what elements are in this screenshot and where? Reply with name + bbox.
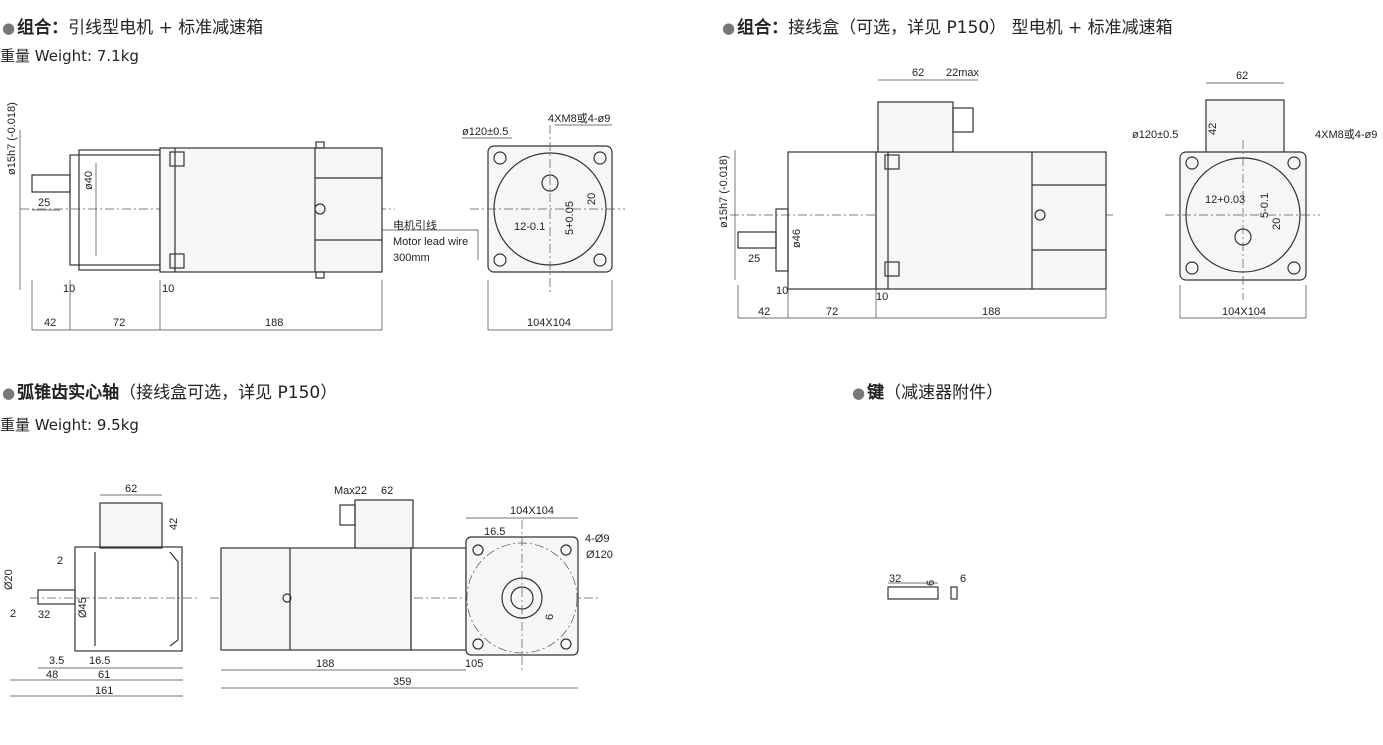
- d3-d6: 6: [544, 614, 556, 620]
- d3-d48: 48: [46, 669, 58, 681]
- d3-d105: 105: [465, 658, 483, 670]
- d3-d165b: 16.5: [484, 526, 505, 538]
- bullet-icon: ●: [2, 384, 16, 402]
- section-3-weight: 重量 Weight: 9.5kg: [0, 416, 139, 434]
- d1-d72: 72: [113, 317, 125, 329]
- d3-d62b: 62: [381, 485, 393, 497]
- section-1-title-rest: 引线型电机 + 标准减速箱: [68, 18, 264, 38]
- d1-d42: 42: [44, 317, 56, 329]
- d1-d10b: 10: [162, 283, 174, 295]
- d1-flange: ø120±0.5: [462, 126, 508, 138]
- d1-d20: 20: [586, 193, 598, 205]
- d2-d12: 12+0.03: [1205, 194, 1245, 206]
- d1-d10a: 10: [63, 283, 75, 295]
- section-1-weight: 重量 Weight: 7.1kg: [0, 47, 139, 65]
- d2-d42b: 42: [1207, 123, 1219, 135]
- section-4-heading: ●键（减速器附件）: [852, 378, 1003, 403]
- d1-lead-len: 300mm: [393, 252, 430, 264]
- d2-d10b: 10: [876, 291, 888, 303]
- drawing-3-end-view: [10, 494, 200, 697]
- d2-len25: 25: [748, 253, 760, 265]
- d1-dia40: ø40: [83, 171, 95, 190]
- d1-square: 104X104: [527, 317, 571, 329]
- d2-flange: ø120±0.5: [1132, 129, 1178, 141]
- drawing-4-key: [887, 582, 958, 600]
- drawing-2-end-view: [1165, 82, 1320, 319]
- d3-max22: Max22: [334, 485, 367, 497]
- section-4-title-bold: 键: [867, 383, 885, 403]
- d2-d62: 62: [912, 67, 924, 79]
- section-1-heading: ●组合：引线型电机 + 标准减速箱: [2, 13, 263, 38]
- d2-d10a: 10: [776, 285, 788, 297]
- d1-len25: 25: [38, 197, 50, 209]
- d3-d2b: 2: [10, 608, 16, 620]
- d2-d188: 188: [982, 306, 1000, 318]
- d3-d42: 42: [168, 518, 180, 530]
- drawing-1-end-view: [462, 124, 625, 331]
- d2-d20: 20: [1271, 218, 1283, 230]
- d2-holes: 4XM8或4-ø9: [1315, 128, 1377, 141]
- d4-d6b: 6: [960, 573, 966, 585]
- d3-holes: 4-Ø9: [585, 533, 609, 545]
- d4-d32: 32: [889, 573, 901, 585]
- bullet-icon: ●: [722, 19, 736, 37]
- bullet-icon: ●: [2, 19, 16, 37]
- d1-lead-en: Motor lead wire: [393, 236, 468, 248]
- d3-d62: 62: [125, 483, 137, 495]
- d2-d22max: 22max: [946, 67, 980, 79]
- d3-dia45: Ø45: [77, 597, 89, 618]
- d2-d62b: 62: [1236, 70, 1248, 82]
- d2-square: 104X104: [1222, 306, 1266, 318]
- d3-d35: 3.5: [49, 655, 64, 667]
- d3-dia120: Ø120: [586, 549, 613, 561]
- d3-d188: 188: [316, 658, 334, 670]
- d2-d5: 5-0.1: [1259, 193, 1271, 218]
- d1-lead-cn: 电机引线: [393, 218, 437, 232]
- d1-d12: 12-0.1: [514, 221, 545, 233]
- d3-square: 104X104: [510, 505, 554, 517]
- d3-d165: 16.5: [89, 655, 110, 667]
- d3-dia20: Ø20: [3, 569, 15, 590]
- d3-d32: 32: [38, 609, 50, 621]
- section-1-title-bold: 组合：: [17, 18, 69, 38]
- section-3-heading: ●弧锥齿实心轴（接线盒可选，详见 P150）: [2, 378, 337, 403]
- d2-d72: 72: [826, 306, 838, 318]
- d1-d5: 5+0.05: [564, 201, 576, 235]
- d1-d188: 188: [265, 317, 283, 329]
- section-2-heading: ●组合：接线盒（可选，详见 P150） 型电机 + 标准减速箱: [722, 13, 1173, 38]
- drawing-1-side-view: [19, 130, 479, 331]
- d2-dia46: ø46: [791, 229, 803, 248]
- d2-d42: 42: [758, 306, 770, 318]
- d3-d61: 61: [98, 669, 110, 681]
- drawing-3-side-view: [210, 499, 600, 689]
- section-2-title-rest: 接线盒（可选，详见 P150） 型电机 + 标准减速箱: [788, 18, 1173, 38]
- d2-shaft-label: ø15h7 (-0.018): [718, 155, 730, 228]
- d3-d2a: 2: [57, 555, 63, 567]
- bullet-icon: ●: [852, 384, 866, 402]
- d3-d359: 359: [393, 676, 411, 688]
- section-3-title-bold: 弧锥齿实心轴: [17, 383, 120, 403]
- d1-holes: 4XM8或4-ø9: [548, 112, 610, 125]
- d3-d161: 161: [95, 685, 113, 697]
- section-2-title-bold: 组合：: [737, 18, 789, 38]
- d1-shaft-label: ø15h7 (-0.018): [6, 102, 18, 175]
- section-4-title-rest: （减速器附件）: [884, 383, 1004, 403]
- section-3-title-rest: （接线盒可选，详见 P150）: [119, 383, 338, 403]
- drawing-2-side-view: [730, 79, 1115, 319]
- d4-d6a: 6: [925, 580, 937, 586]
